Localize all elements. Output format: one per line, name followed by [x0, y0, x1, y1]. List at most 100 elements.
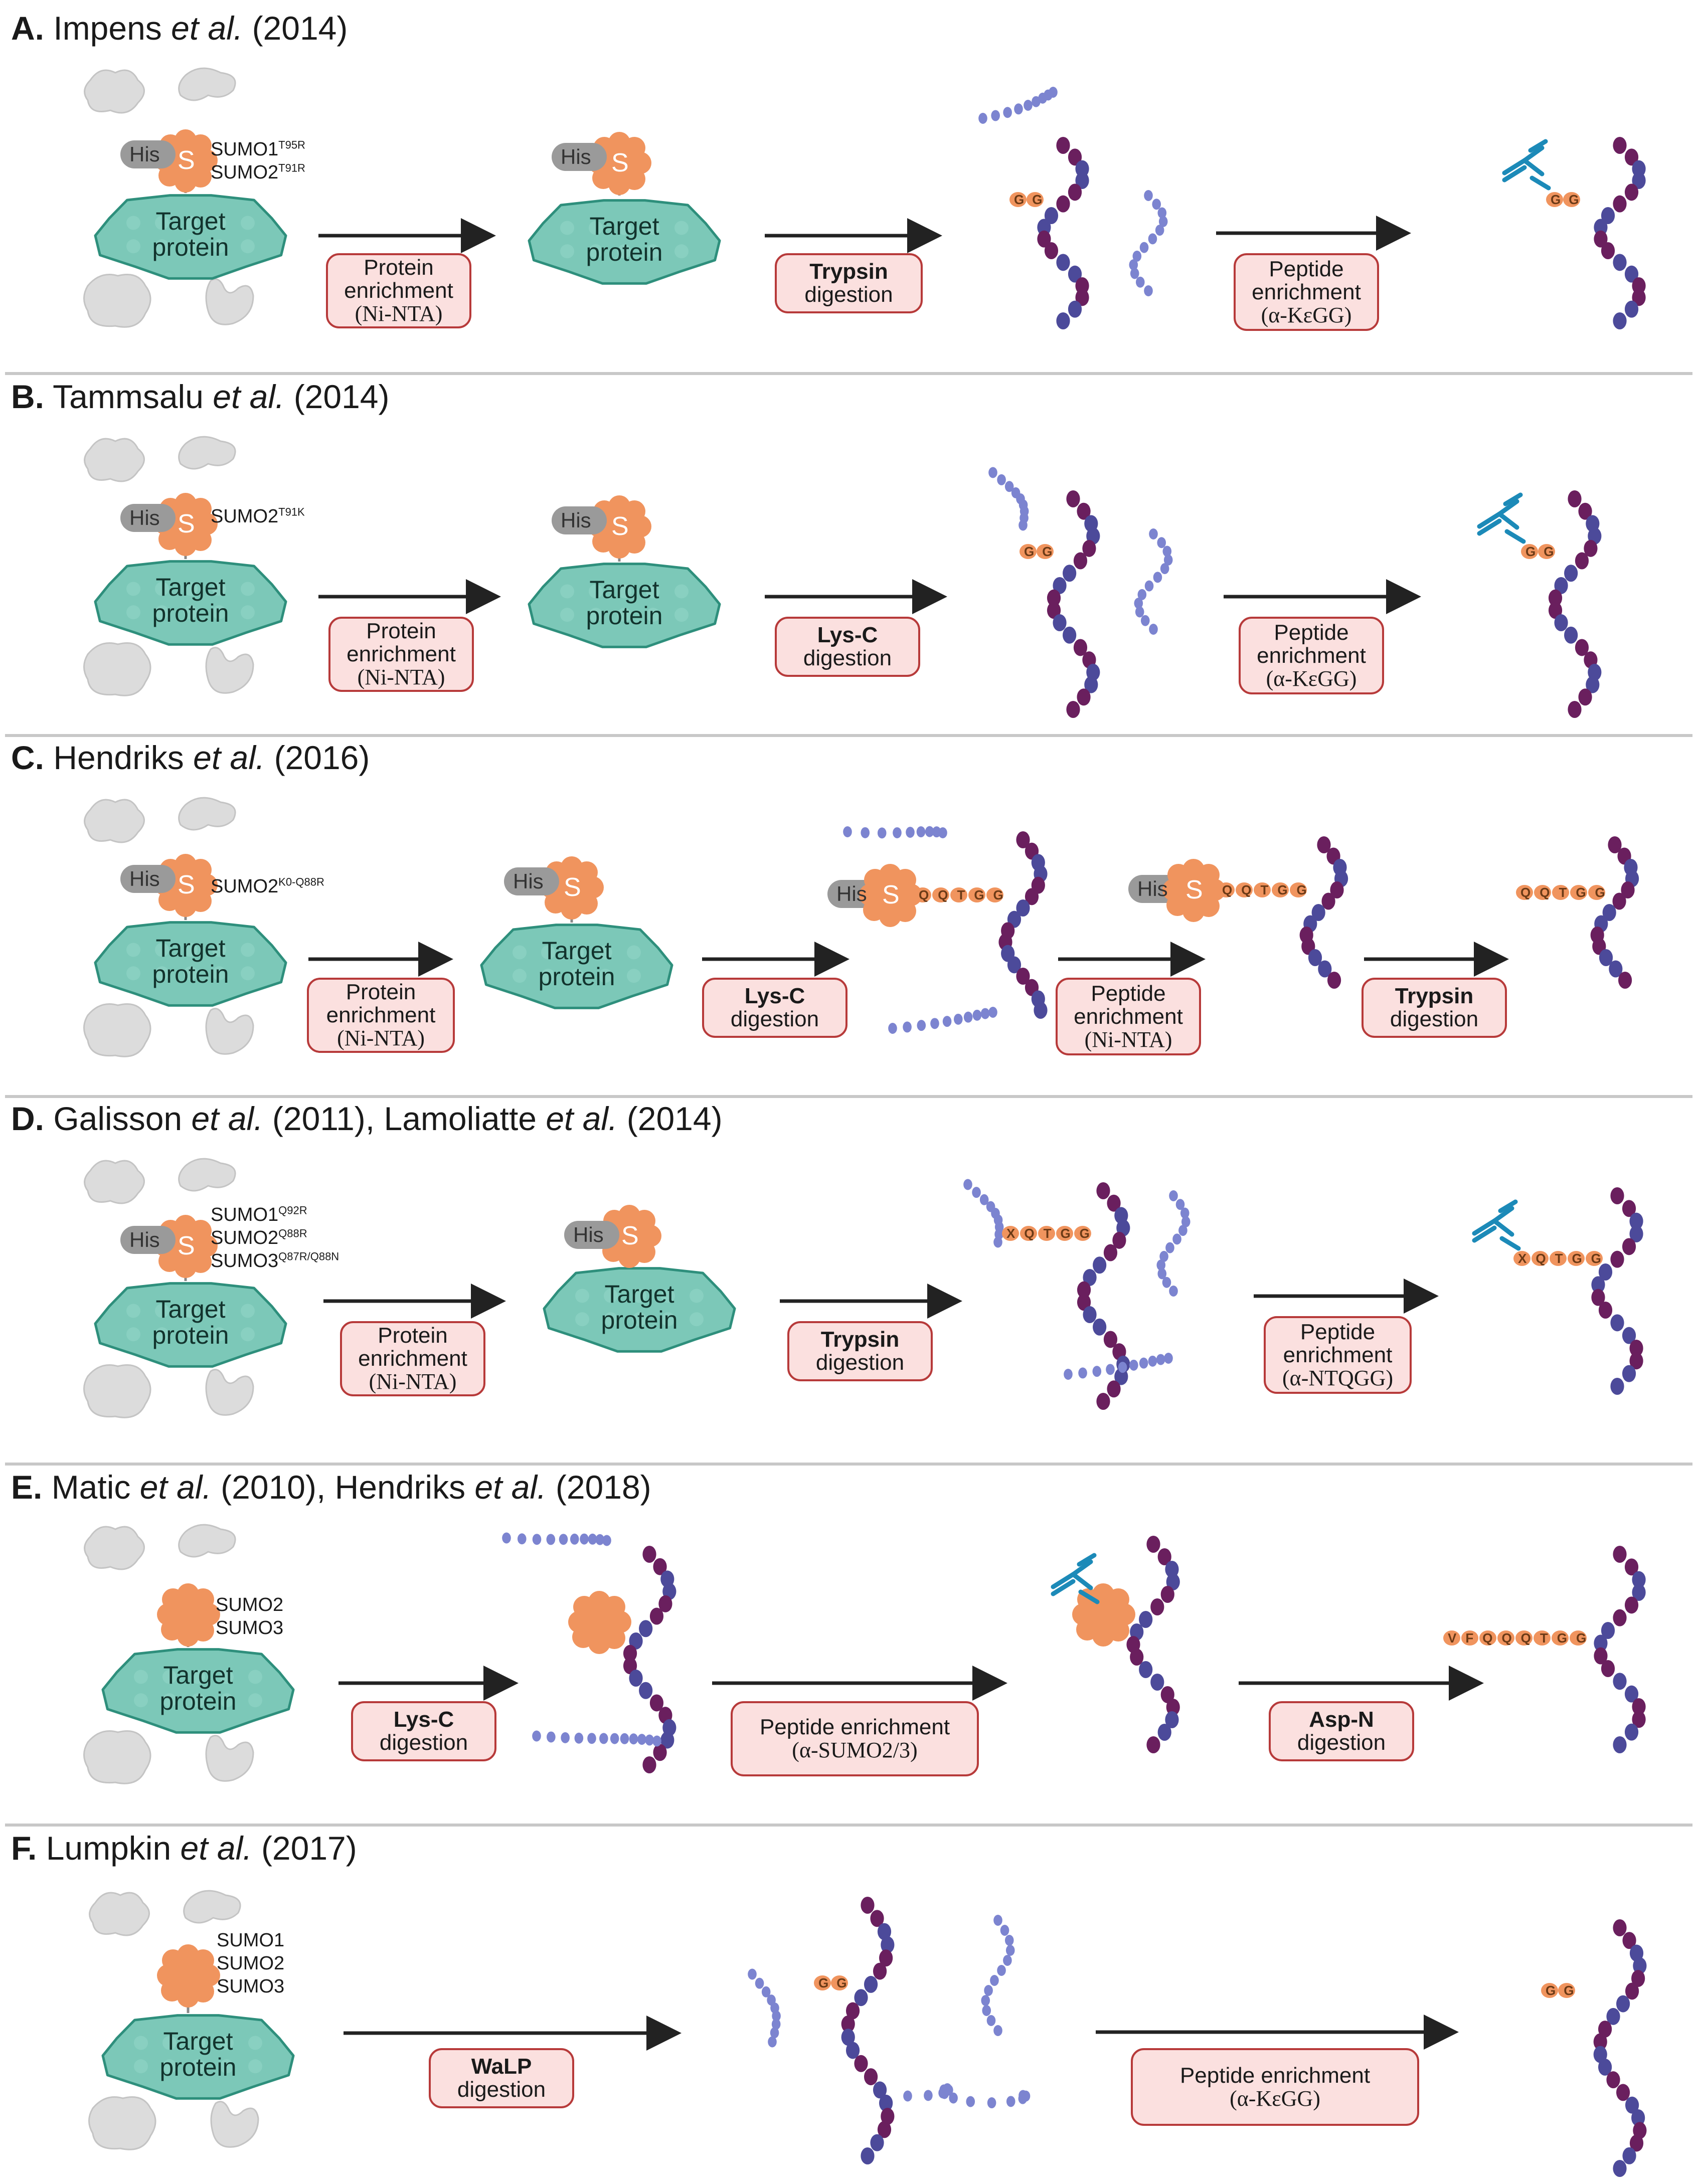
remnant-peptide-icon: [814, 1975, 848, 1990]
his-tag-label: His: [1137, 877, 1168, 901]
construct-name: SUMO1: [217, 1930, 285, 1951]
construct-label: SUMO2: [216, 1593, 283, 1616]
step-text: Peptide enrichment: [1179, 2063, 1371, 2088]
peptide-chain-icon: [981, 1915, 1015, 2036]
step-reagent: (Ni-NTA): [355, 301, 443, 326]
sumo-symbol: S: [178, 870, 195, 899]
peptide-chain-icon: [1077, 1182, 1130, 1410]
target-protein-text: Target: [155, 207, 226, 235]
sumo-icon: [1072, 1583, 1135, 1647]
construct-labels: SUMO2T91K: [211, 505, 305, 528]
step-text: enrichment: [347, 642, 456, 666]
panel-etal: et al.: [171, 10, 243, 47]
remnant-sequence: GG: [1014, 192, 1051, 207]
remnant-label: XQTGG: [1512, 1251, 1608, 1266]
target-protein-text: protein: [152, 233, 229, 261]
step-text: digestion: [730, 1007, 819, 1031]
peptide-chain-icon: [1047, 490, 1100, 718]
construct-label: SUMO3: [217, 1975, 284, 1998]
his-tag-icon: [120, 140, 176, 168]
target-protein-text: Target: [589, 212, 659, 240]
construct-label: SUMO3: [216, 1616, 283, 1640]
step-text: enrichment: [1252, 279, 1361, 304]
construct-mutation: Q92R: [278, 1204, 307, 1217]
target-protein-text: protein: [152, 1321, 229, 1349]
antibody-icon: [1051, 1553, 1100, 1604]
panel-letter: B.: [11, 378, 44, 415]
remnant-peptide-icon: [1546, 192, 1580, 207]
sumo-symbol: S: [1185, 875, 1203, 904]
step-text: enrichment: [1283, 1342, 1393, 1367]
his-text: His: [561, 145, 591, 168]
panel-authors: Matic: [51, 1469, 131, 1506]
remnant-sequence: VFQQQTGG: [1448, 1630, 1596, 1646]
background-protein-icon: [83, 1524, 254, 1784]
peptide-chain-icon: [843, 826, 947, 839]
remnant-sequence: XQTGG: [1006, 1226, 1099, 1241]
step-reagent: (Ni-NTA): [337, 1026, 425, 1050]
step-enzyme: Trypsin: [1395, 984, 1474, 1008]
step-enzyme: Trypsin: [809, 259, 888, 284]
remnant-sequence: QQTGG: [919, 887, 1012, 902]
construct-name: SUMO1: [211, 1204, 279, 1225]
background-protein-icon: [83, 1158, 254, 1418]
remnant-peptide-icon: [1513, 1251, 1603, 1266]
panel-year: (2017): [261, 1830, 357, 1867]
sumo-icon: [157, 1944, 220, 2008]
step-enzyme: Asp-N: [1309, 1707, 1374, 1732]
remnant-sequence: GG: [818, 1975, 855, 1990]
step-text: digestion: [1297, 1730, 1386, 1755]
panel-etal: et al.: [546, 1100, 618, 1137]
panel-etal: et al.: [191, 1100, 263, 1137]
construct-name: SUMO3: [216, 1617, 284, 1639]
construct-mutation: T91K: [278, 505, 305, 518]
peptide-chain-icon: [1590, 836, 1639, 989]
step-enzyme: WaLP: [471, 2054, 532, 2079]
remnant-sequence: QQTGG: [1520, 885, 1614, 900]
sumo-letter: S: [621, 1221, 639, 1251]
step-text: Peptide: [1091, 981, 1166, 1006]
step-text: digestion: [803, 646, 892, 670]
remnant-peptide-icon: [1521, 544, 1555, 559]
step-text: enrichment: [1074, 1004, 1183, 1029]
construct-mutation: T91R: [278, 161, 305, 174]
his-text: His: [1137, 877, 1168, 900]
panel-etal: et al.: [180, 1830, 252, 1867]
his-tag-icon: [504, 867, 559, 895]
construct-name: SUMO3: [211, 1250, 279, 1271]
target-protein-icon: [101, 1648, 295, 1734]
sumo-letter: S: [611, 148, 629, 178]
remnant-label: QQTGG: [1216, 882, 1312, 898]
peptide-chain-icon: [1037, 137, 1089, 329]
peptide-chain-icon: [532, 1730, 661, 1747]
target-protein-text: Target: [163, 2027, 233, 2055]
construct-label: SUMO2T91K: [211, 505, 305, 528]
step-box: Peptide enrichment(α-SUMO2/3): [731, 1701, 979, 1776]
target-protein-text: Target: [155, 573, 226, 601]
construct-label: SUMO2K0-Q88R: [211, 875, 324, 898]
target-protein-icon: [94, 1282, 287, 1368]
step-reagent: (α-SUMO2/3): [792, 1738, 918, 1762]
remnant-label: GG: [1018, 544, 1058, 560]
his-text: His: [129, 142, 160, 166]
step-reagent: (α-KεGG): [1266, 666, 1357, 691]
remnant-peptide-icon: [1009, 192, 1044, 207]
sumo-symbol: S: [621, 1221, 639, 1250]
peptide-chain-icon: [963, 1179, 1004, 1248]
peptide-chain-icon: [1064, 1353, 1173, 1380]
peptide-chain-icon: [1129, 190, 1168, 296]
his-tag-icon: [564, 1221, 619, 1249]
construct-name: SUMO2: [211, 876, 279, 897]
target-protein-text: protein: [152, 599, 229, 627]
panel-etal: et al.: [193, 739, 265, 776]
construct-label: SUMO2Q88R: [211, 1226, 339, 1249]
step-text: digestion: [457, 2077, 546, 2102]
his-tag-icon: [120, 504, 176, 532]
construct-label: SUMO1: [217, 1929, 284, 1952]
step-reagent: (α-KεGG): [1261, 302, 1352, 327]
